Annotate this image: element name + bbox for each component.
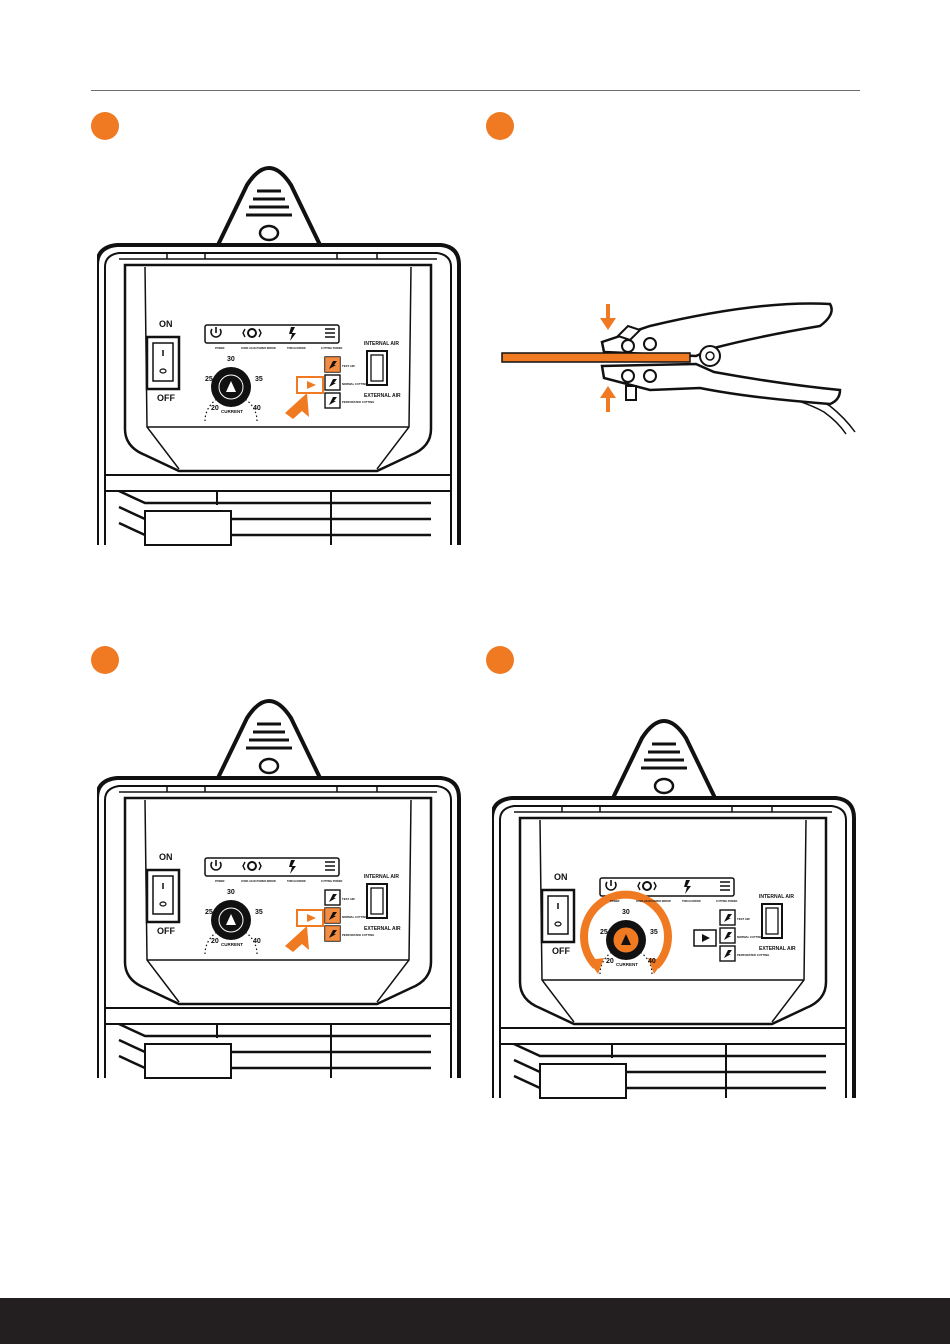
- mode-normal-cutting: NORMAL CUTTING: [737, 935, 762, 939]
- indicator-torch-error: TORCH ERROR: [682, 900, 701, 903]
- mode-perforated-cutting: PERFORATED CUTTING: [342, 400, 374, 404]
- scale-20: 20: [211, 405, 219, 412]
- indicator-overload: OVER LOAD POWER ERROR: [241, 880, 276, 883]
- scale-25: 25: [600, 929, 608, 936]
- scale-40: 40: [253, 938, 261, 945]
- mode-perforated-cutting: PERFORATED CUTTING: [342, 933, 374, 937]
- switch-off-label: OFF: [552, 946, 570, 956]
- indicator-overload: OVER LOAD POWER ERROR: [636, 900, 671, 903]
- scale-25: 25: [205, 376, 213, 383]
- indicator-cutting-power: CUTTING POWER: [716, 900, 737, 903]
- scale-30: 30: [227, 889, 235, 896]
- scale-35: 35: [650, 929, 658, 936]
- mode-test-air: TEST AIR: [737, 917, 750, 921]
- indicator-torch-error: TORCH ERROR: [287, 880, 306, 883]
- internal-air-label: INTERNAL AIR: [364, 874, 399, 880]
- switch-off-label: OFF: [157, 393, 175, 403]
- scale-30: 30: [227, 356, 235, 363]
- scale-25: 25: [205, 909, 213, 916]
- step-marker-1: [91, 112, 119, 140]
- step-marker-3: [91, 646, 119, 674]
- switch-on-label: ON: [159, 319, 173, 329]
- indicator-power: POWER: [215, 880, 225, 883]
- top-rule: [91, 90, 860, 91]
- scale-30: 30: [622, 909, 630, 916]
- current-label: CURRENT: [616, 962, 638, 967]
- mode-normal-cutting: NORMAL CUTTING: [342, 382, 367, 386]
- figure-panel-normal-cutting: ON OFF 20 25 30 35 40 CURRENT INTERNAL A…: [97, 699, 461, 1080]
- scale-40: 40: [253, 405, 261, 412]
- indicator-torch-error: TORCH ERROR: [287, 347, 306, 350]
- indicator-power: POWER: [610, 900, 620, 903]
- mode-test-air: TEST AIR: [342, 897, 355, 901]
- internal-air-label: INTERNAL AIR: [364, 341, 399, 347]
- current-label: CURRENT: [221, 409, 243, 414]
- external-air-label: EXTERNAL AIR: [759, 946, 796, 952]
- scale-35: 35: [255, 909, 263, 916]
- switch-on-label: ON: [159, 852, 173, 862]
- mode-perforated-cutting: PERFORATED CUTTING: [737, 953, 769, 957]
- indicator-cutting-power: CUTTING POWER: [321, 880, 342, 883]
- scale-20: 20: [606, 958, 614, 965]
- mode-normal-cutting: NORMAL CUTTING: [342, 915, 367, 919]
- internal-air-label: INTERNAL AIR: [759, 894, 794, 900]
- indicator-cutting-power: CUTTING POWER: [321, 347, 342, 350]
- step-marker-4: [486, 646, 514, 674]
- scale-20: 20: [211, 938, 219, 945]
- indicator-overload: OVER LOAD POWER ERROR: [241, 347, 276, 350]
- figure-panel-test-air: ON OFF 20 25 30 35 40 CURRENT INTERNAL A…: [97, 166, 461, 547]
- external-air-label: EXTERNAL AIR: [364, 393, 401, 399]
- figure-ground-clamp: [501, 302, 856, 435]
- figure-panel-current-knob: ON OFF 20 25 30 35 40 CURRENT INTERNAL A…: [492, 719, 856, 1100]
- scale-40: 40: [648, 958, 656, 965]
- external-air-label: EXTERNAL AIR: [364, 926, 401, 932]
- current-label: CURRENT: [221, 942, 243, 947]
- indicator-power: POWER: [215, 347, 225, 350]
- step-marker-2: [486, 112, 514, 140]
- footer-bar: [0, 1298, 950, 1344]
- mode-test-air: TEST AIR: [342, 364, 355, 368]
- switch-off-label: OFF: [157, 926, 175, 936]
- scale-35: 35: [255, 376, 263, 383]
- switch-on-label: ON: [554, 872, 568, 882]
